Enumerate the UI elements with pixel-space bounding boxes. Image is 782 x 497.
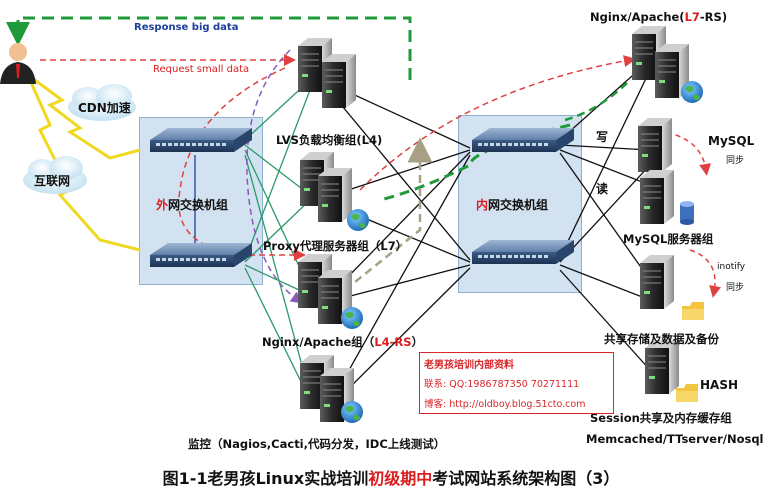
lvs-group-label: LVS负载均衡组(L4) <box>276 133 383 147</box>
uplink-links <box>194 79 311 401</box>
watermark-blog: 博客: http://oldboy.blog.51cto.com <box>424 399 586 410</box>
network-links <box>332 59 651 403</box>
session-server-icon <box>644 339 680 395</box>
memcached-label: Memcached/TTserver/Nosql <box>586 432 764 446</box>
read-label: 读 <box>596 182 609 196</box>
response-label: Response big data <box>134 22 239 33</box>
figure-caption: 图1-1老男孩Linux实战培训初级期中考试网站系统架构图（3） <box>162 469 620 488</box>
mysql-group-label: MySQL服务器组 <box>623 232 714 246</box>
write-label: 写 <box>596 130 609 144</box>
hash-label: HASH <box>700 378 739 392</box>
watermark-title: 老男孩培训内部资料 <box>424 360 514 371</box>
sync-label-1: 同步 <box>726 156 745 166</box>
request-label: Request small data <box>153 64 250 75</box>
inner-switch-label: 内网交换机组 <box>476 198 549 212</box>
watermark-contact: 联系: QQ:1986787350 70271111 <box>424 379 580 390</box>
inner-switch-top-icon <box>472 128 574 152</box>
watermark-box: 老男孩培训内部资料 联系: QQ:1986787350 70271111 博客:… <box>419 352 614 414</box>
user-icon <box>0 43 36 84</box>
monitor-globe-icon <box>341 401 363 423</box>
mysql-label: MySQL <box>708 134 755 148</box>
nginx-l7-globe-icon <box>681 81 703 103</box>
storage-folder-icon <box>682 302 704 320</box>
storage-group-label: 共享存储及数据及备份 <box>604 332 719 346</box>
outer-switch-bottom-icon <box>150 243 252 267</box>
mysql-slave-icon <box>639 169 675 225</box>
storage-server-icon <box>639 254 675 310</box>
session-group-label: Session共享及内存缓存组 <box>590 411 732 425</box>
nginx-l4-group-label: Nginx/Apache组（L4-RS） <box>262 335 424 349</box>
internet-label: 互联网 <box>34 174 71 188</box>
sync-label-2: 同步 <box>726 283 745 293</box>
proxy-globe-icon <box>347 209 369 231</box>
lvs-server-2-icon <box>321 53 357 109</box>
mysql-master-icon <box>637 117 673 173</box>
nginx-l4-globe-icon <box>341 307 363 329</box>
cdn-cloud-icon <box>68 84 136 121</box>
database-icon <box>680 201 694 225</box>
monitor-group-label: 监控（Nagios,Cacti,代码分发，IDC上线测试） <box>188 437 446 451</box>
inotify-label: inotify <box>717 262 746 272</box>
cdn-label: CDN加速 <box>78 101 131 115</box>
internet-cloud-icon <box>23 156 87 194</box>
nginx-l7-group-label: Nginx/Apache(L7-RS) <box>590 10 728 24</box>
outer-switch-top-icon <box>150 128 252 152</box>
response-arrow <box>6 16 412 80</box>
proxy-group-label: Proxy代理服务器组（L7） <box>263 239 408 253</box>
inner-switch-bottom-icon <box>472 240 574 264</box>
session-folder-icon <box>676 384 698 402</box>
outer-switch-label: 外网交换机组 <box>156 198 229 212</box>
proxy-server-2-icon <box>317 167 353 223</box>
lightning-cdn <box>31 76 141 160</box>
